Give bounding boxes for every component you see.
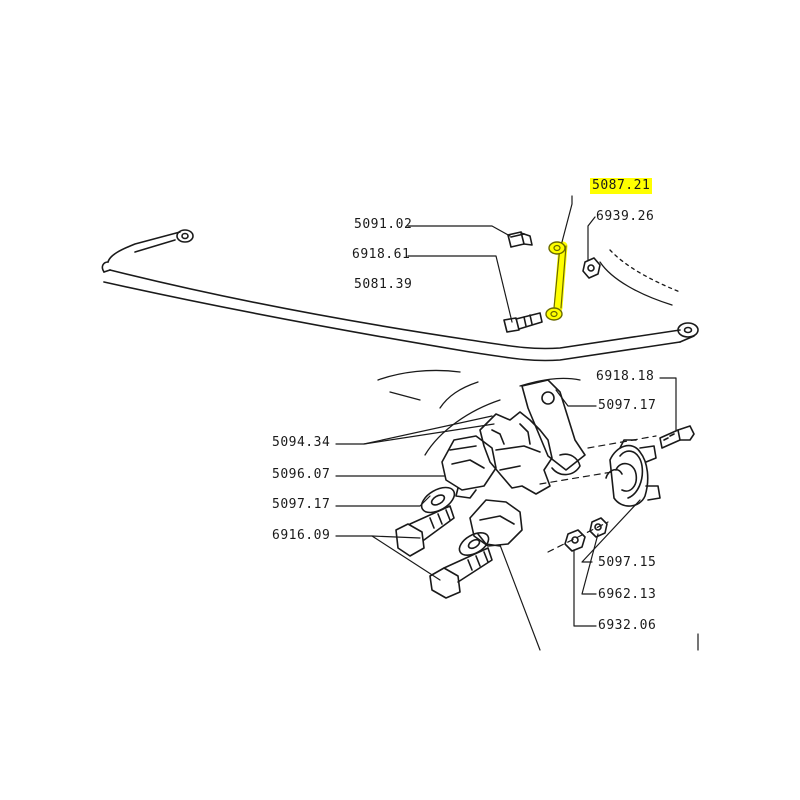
label-6932-06[interactable]: 6932.06: [598, 618, 657, 633]
background-outline: [377, 249, 681, 456]
label-5081-39[interactable]: 5081.39: [354, 277, 413, 292]
nut-6939-26-icon: [582, 257, 601, 279]
label-5097-15[interactable]: 5097.15: [598, 555, 657, 570]
label-5091-02[interactable]: 5091.02: [354, 217, 413, 232]
label-5097-17-left[interactable]: 5097.17: [272, 497, 331, 512]
bolt-5091-02-icon: [507, 231, 533, 248]
bolt-6918-61-icon: [503, 312, 543, 333]
clamp-block-5094-34-icon: [479, 411, 553, 495]
bracket-5097-17-icon: [521, 379, 586, 476]
bolt-6916-09-lower-icon: [429, 532, 493, 599]
label-6939-26[interactable]: 6939.26: [596, 209, 655, 224]
label-6918-18[interactable]: 6918.18: [596, 369, 655, 384]
label-6916-09[interactable]: 6916.09: [272, 528, 331, 543]
label-5096-07[interactable]: 5096.07: [272, 467, 331, 482]
stabilizer-bar: [101, 229, 699, 362]
bolt-6918-18-icon: [659, 425, 695, 449]
label-5097-17-top[interactable]: 5097.17: [598, 398, 657, 413]
label-6918-61[interactable]: 6918.61: [352, 247, 411, 262]
label-5094-34[interactable]: 5094.34: [272, 435, 331, 450]
stabilizer-link-5087-21-icon[interactable]: [545, 195, 573, 321]
label-5087-21[interactable]: 5087.21: [590, 178, 653, 194]
leader-lines: [335, 216, 699, 651]
clamp-5097-15-icon: [605, 439, 661, 507]
bushing-5096-07-icon: [441, 435, 497, 499]
alignment-lines: [539, 435, 657, 553]
bolt-6916-09-upper-icon: [395, 486, 456, 557]
nut-6932-06-icon: [564, 529, 586, 552]
label-6962-13[interactable]: 6962.13: [598, 587, 657, 602]
lower-bushing-icon: [469, 499, 523, 547]
